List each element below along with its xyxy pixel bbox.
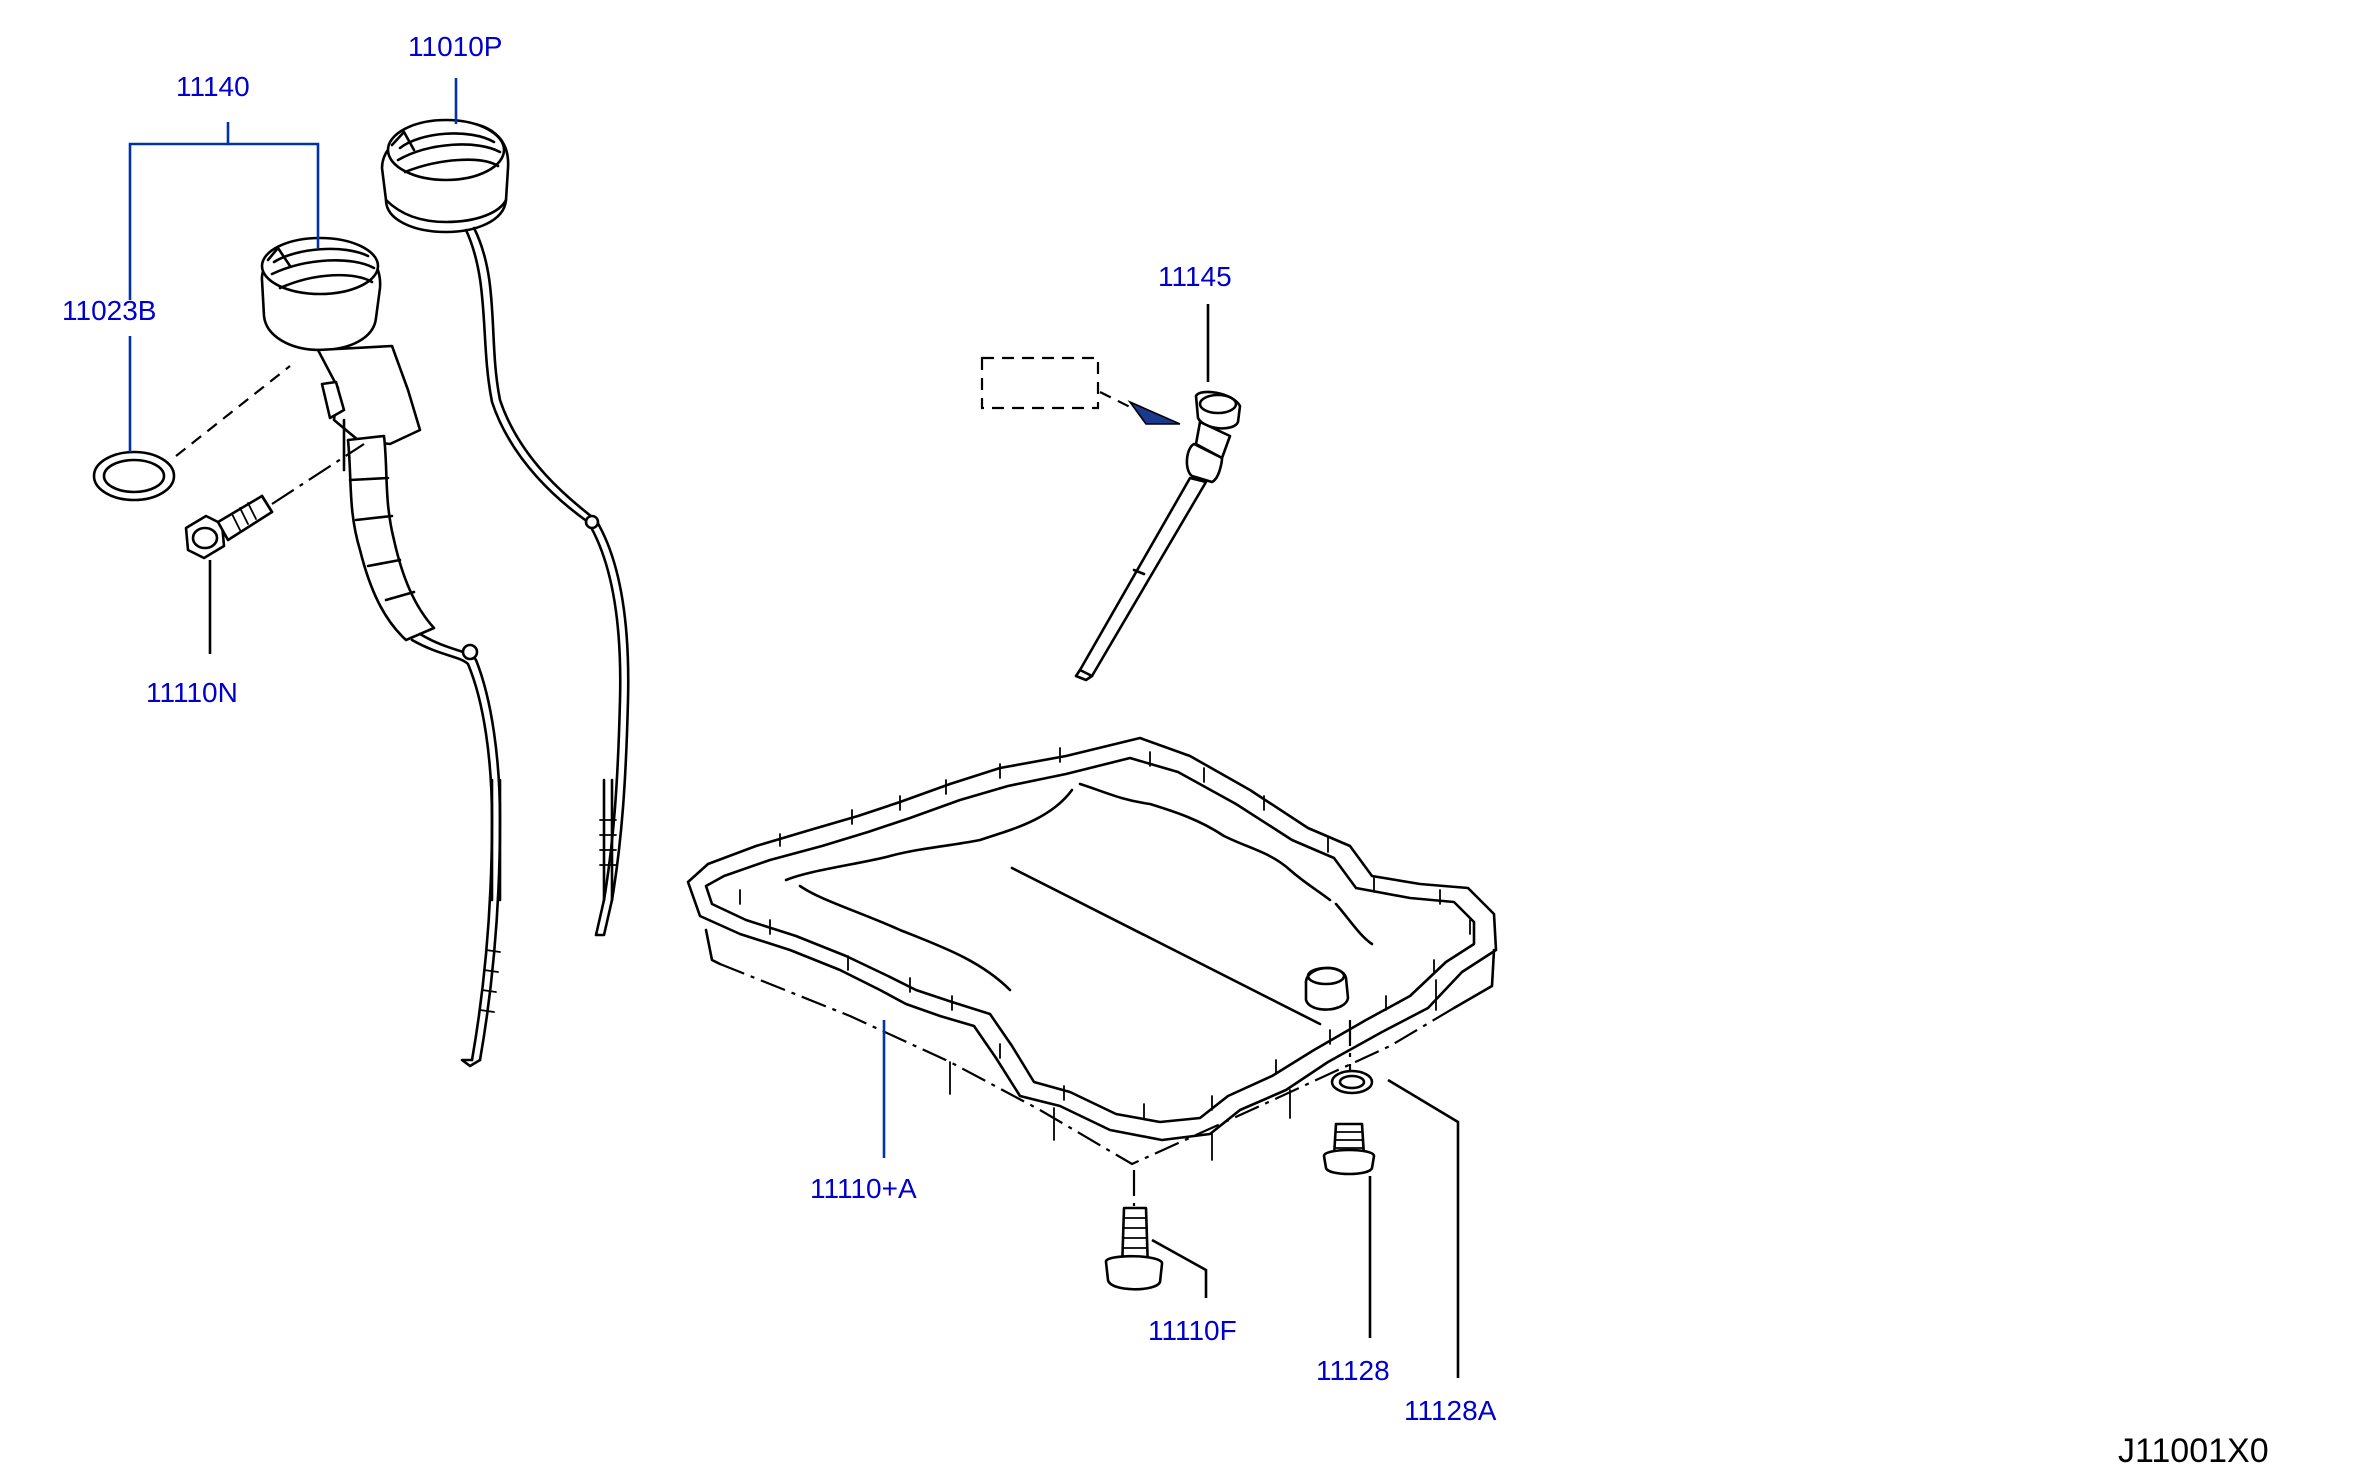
oil-dipstick-11145[interactable] xyxy=(980,356,1242,682)
label-11010p: 11010P xyxy=(408,31,502,62)
filler-cap-cable xyxy=(464,226,630,937)
label-11110a: 11110+A xyxy=(810,1173,917,1204)
oil-pan-11110a[interactable] xyxy=(686,736,1498,1166)
oil-filler-cap-11010p[interactable] xyxy=(380,118,510,234)
label-11110n: 11110N xyxy=(146,677,238,708)
label-11128a: 11128A xyxy=(1404,1395,1497,1426)
label-11140: 11140 xyxy=(176,71,250,102)
o-ring-11023b[interactable] xyxy=(92,450,176,502)
label-11128: 11128 xyxy=(1316,1355,1390,1386)
drain-plug-11128[interactable] xyxy=(1322,1122,1376,1176)
oil-filler-tube-11140[interactable] xyxy=(260,236,502,1068)
leader-lines xyxy=(128,78,1460,1378)
bolt-axis-line xyxy=(271,443,365,505)
label-11110f: 11110F xyxy=(1148,1315,1237,1346)
label-11145: 11145 xyxy=(1158,261,1232,292)
diagram-code: J11001X0 xyxy=(2118,1432,2269,1470)
o-ring-dash-line xyxy=(175,365,291,457)
drain-plug-washer-11128a[interactable] xyxy=(1330,1069,1374,1095)
bolt-11110n[interactable] xyxy=(184,494,274,560)
label-11023b: 11023B xyxy=(62,295,156,326)
flange-bolt-holes xyxy=(739,747,1471,1119)
oil-pan-bolt-11110f[interactable] xyxy=(1104,1206,1164,1291)
